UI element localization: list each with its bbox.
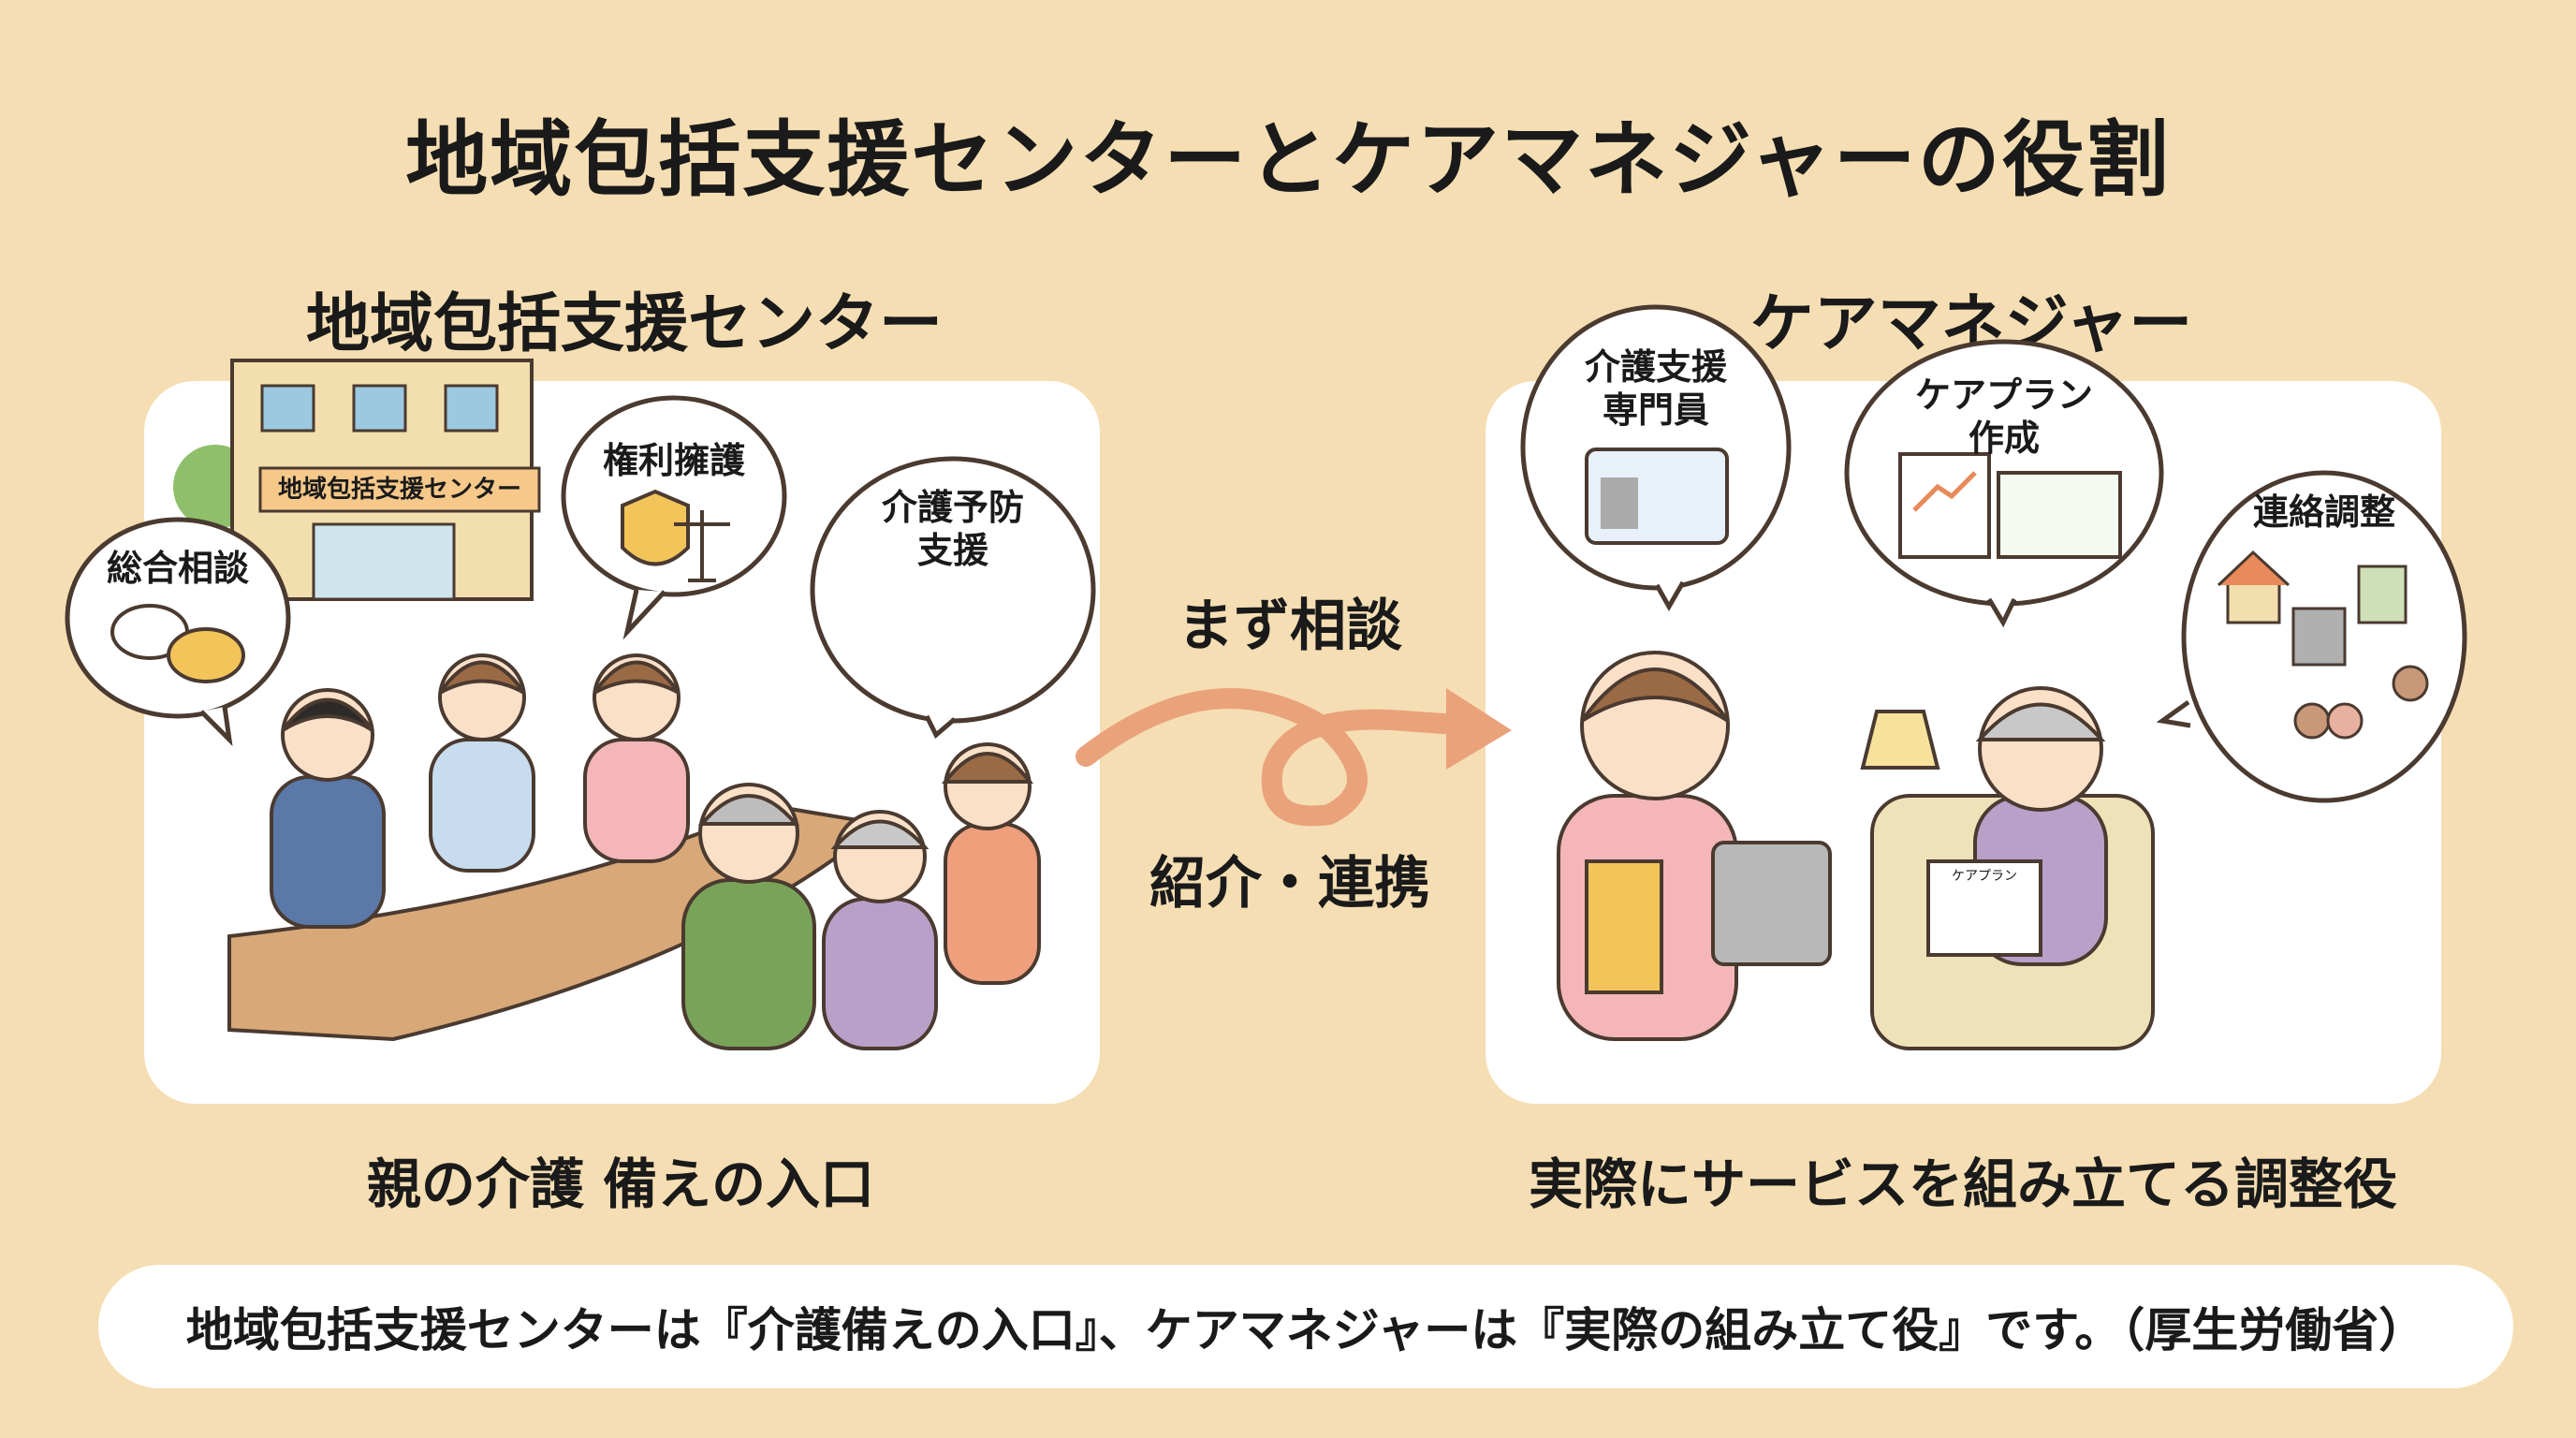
bubble-kaigo-shien-senmonin: 介護支援 専門員: [1584, 346, 1727, 431]
care-manager-person: [1557, 651, 1832, 1041]
booklet-label: ケアプラン: [1952, 869, 2017, 884]
bubble-sougou-soudan: 総合相談: [106, 548, 249, 589]
right-caption: 実際にサービスを組み立てる調整役: [1528, 1152, 2397, 1216]
left-caption: 親の介護 備えの入口: [366, 1152, 875, 1216]
chat-icon: [110, 604, 245, 683]
bubble-care-plan: ケアプラン 作成: [1914, 374, 2093, 459]
middle-top-label: まず相談: [1178, 594, 1402, 659]
building-sign: 地域包括支援センター: [277, 476, 521, 504]
footer-text: 地域包括支援センターは『介護備えの入口』、ケアマネジャーは『実際の組み立て役』で…: [185, 1303, 2426, 1357]
left-heading: 地域包括支援センター: [305, 287, 943, 361]
bubble-renraku-chousei: 連絡調整: [2252, 492, 2395, 533]
bubble-kenri-yougo: 権利擁護: [602, 440, 745, 481]
family-people: [681, 742, 1041, 1050]
building-icon: [173, 359, 541, 601]
arrow-head-icon: [1446, 688, 1512, 770]
plan-chart-icon: [1898, 452, 2122, 559]
id-card-icon: [1585, 448, 1729, 545]
footer-summary: 地域包括支援センターは『介護備えの入口』、ケアマネジャーは『実際の組み立て役』で…: [98, 1265, 2513, 1388]
network-icon: [2217, 550, 2429, 740]
middle-bottom-label: 紹介・連携: [1149, 851, 1430, 917]
page-title: 地域包括支援センターとケアマネジャーの役割: [405, 111, 2171, 208]
scale-icon: [674, 510, 730, 582]
bubble-kaigo-yobou: 介護予防 支援: [881, 487, 1024, 571]
staff-people: [270, 653, 690, 929]
arrow-icon: [1076, 688, 1480, 827]
armchair-elder: [1860, 686, 2155, 1050]
shield-icon: [621, 489, 690, 566]
